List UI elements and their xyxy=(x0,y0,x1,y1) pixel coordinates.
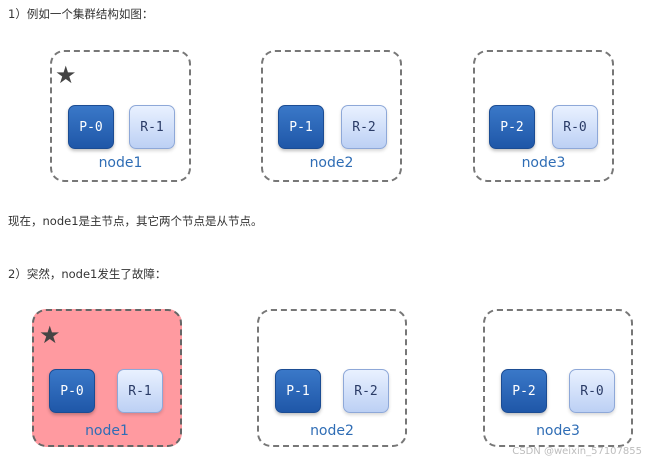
d1-node2-box: P-1 R-2 node2 xyxy=(261,50,402,182)
star-icon: ★ xyxy=(55,61,77,89)
d1-node2-label: node2 xyxy=(309,155,354,171)
d2-node3-primary-shard: P-2 xyxy=(501,369,547,413)
d2-node1-box-failed: ★ P-0 R-1 node1 xyxy=(32,309,182,447)
caption-failure: 2）突然，node1发生了故障： xyxy=(8,267,167,281)
d1-node2-replica-shard: R-2 xyxy=(341,105,387,149)
d1-node1-replica-shard: R-1 xyxy=(129,105,175,149)
d1-node1-primary-shard: P-0 xyxy=(68,105,114,149)
d2-node1-primary-shard: P-0 xyxy=(49,369,95,413)
star-icon: ★ xyxy=(39,321,61,349)
d1-node3-primary-shard: P-2 xyxy=(489,105,535,149)
d2-node3-replica-shard: R-0 xyxy=(569,369,615,413)
d2-node2-box: P-1 R-2 node2 xyxy=(257,309,407,447)
d2-node1-label: node1 xyxy=(85,423,129,439)
d1-node3-box: P-2 R-0 node3 xyxy=(473,50,614,182)
watermark: CSDN @weixin_57107855 xyxy=(512,446,642,457)
d2-node3-label: node3 xyxy=(536,423,580,439)
d2-node2-label: node2 xyxy=(310,423,354,439)
d2-node1-replica-shard: R-1 xyxy=(117,369,163,413)
d2-node2-primary-shard: P-1 xyxy=(275,369,321,413)
d1-node3-label: node3 xyxy=(521,155,566,171)
d1-node2-primary-shard: P-1 xyxy=(278,105,324,149)
d1-node1-label: node1 xyxy=(98,155,143,171)
d1-node3-replica-shard: R-0 xyxy=(552,105,598,149)
caption-intro: 1）例如一个集群结构如图： xyxy=(8,7,154,21)
caption-status: 现在，node1是主节点，其它两个节点是从节点。 xyxy=(8,214,263,228)
d2-node3-box: P-2 R-0 node3 xyxy=(483,309,633,447)
d2-node2-replica-shard: R-2 xyxy=(343,369,389,413)
d1-node1-box: ★ P-0 R-1 node1 xyxy=(50,50,191,182)
